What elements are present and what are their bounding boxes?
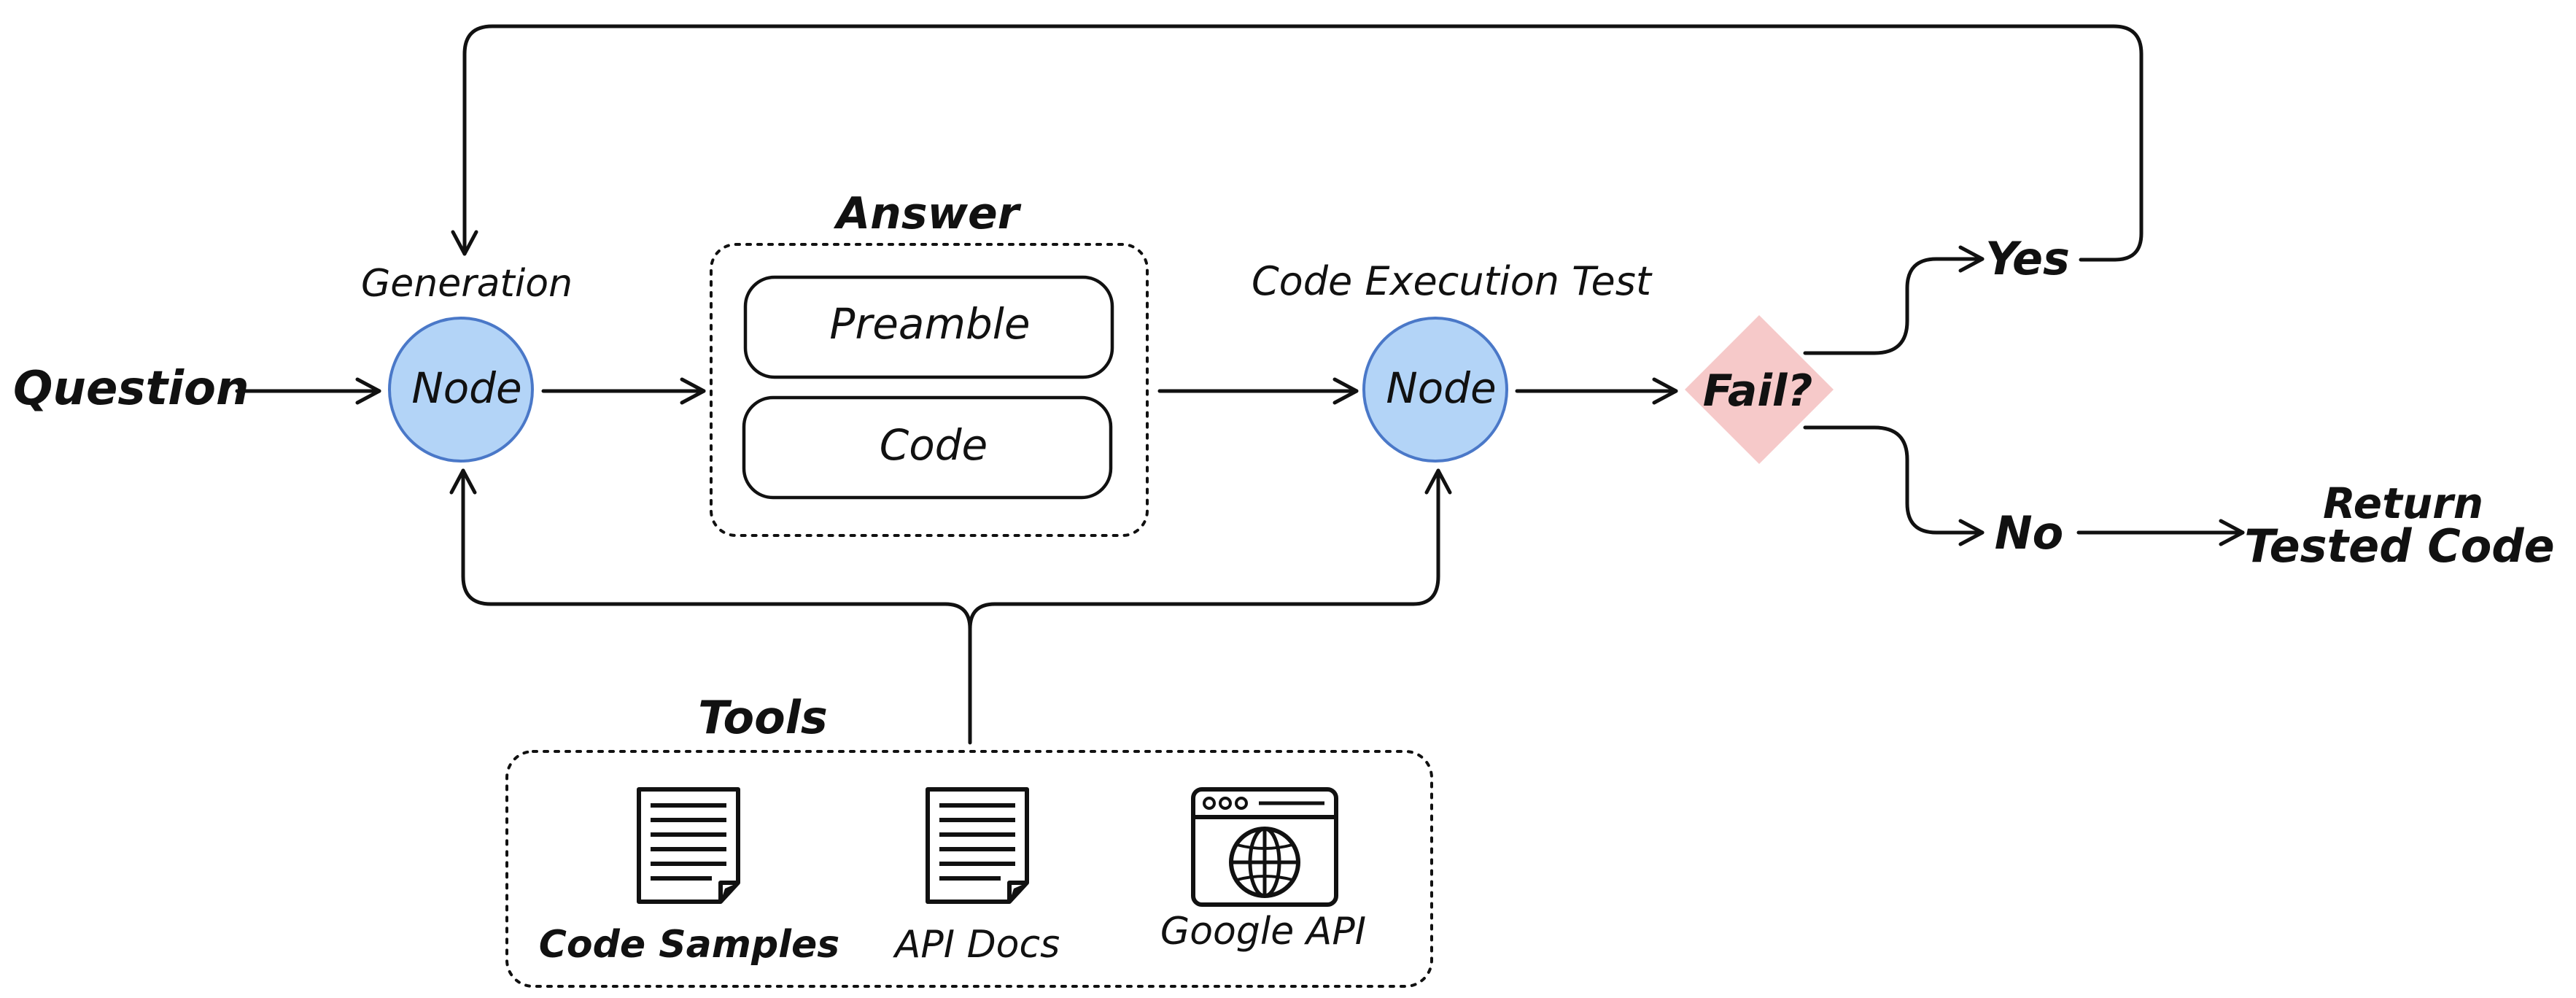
arrow-tools-to-execution <box>968 468 1452 631</box>
generation-node <box>388 317 534 463</box>
api-docs-document-icon <box>926 787 1029 904</box>
return-label-line2: Tested Code <box>2244 519 2554 573</box>
code-samples-label: Code Samples <box>539 923 839 967</box>
tools-title: Tools <box>698 691 828 744</box>
api-docs-label: API Docs <box>893 923 1060 967</box>
decision-text: Fail? <box>1703 365 1813 417</box>
arrow-yes-loop-back <box>451 24 2144 262</box>
arrow-tools-to-generation <box>449 468 972 745</box>
execution-label: Code Execution Test <box>1252 258 1653 304</box>
preamble-label: Preamble <box>829 299 1030 349</box>
no-label: No <box>1995 506 2063 560</box>
tools-box <box>505 750 1433 988</box>
code-label: Code <box>880 420 988 470</box>
code-pill <box>742 395 1113 500</box>
preamble-pill <box>743 275 1114 379</box>
return-label-line1: Return <box>2323 479 2483 528</box>
answer-box <box>710 243 1149 537</box>
yes-label: Yes <box>1985 232 2070 285</box>
arrow-decision-to-yes <box>1803 245 1985 355</box>
arrow-decision-to-no <box>1803 425 1985 546</box>
generation-node-text: Node <box>411 363 521 413</box>
google-api-browser-globe-icon <box>1191 787 1338 907</box>
code-samples-document-icon <box>637 787 740 904</box>
answer-title: Answer <box>834 188 1022 239</box>
execution-node <box>1362 317 1508 463</box>
generation-label: Generation <box>361 262 573 306</box>
execution-node-text: Node <box>1386 363 1496 413</box>
google-api-label: Google API <box>1160 910 1366 953</box>
decision-diamond <box>1685 315 1834 464</box>
question-label: Question <box>13 362 249 416</box>
